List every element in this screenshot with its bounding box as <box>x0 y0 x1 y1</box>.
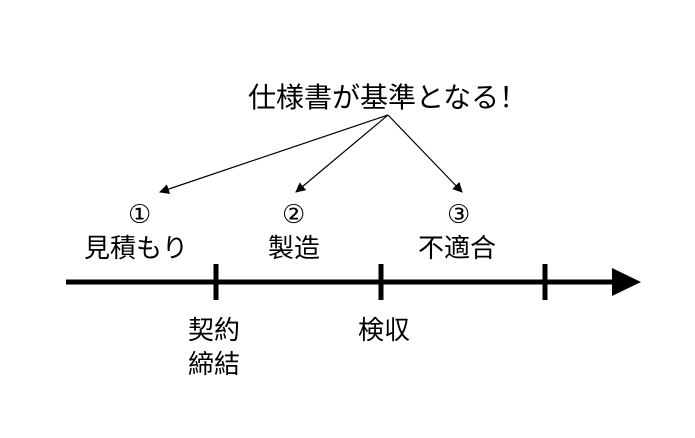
phase-number-3: ③ <box>447 200 471 230</box>
timeline-arrowhead <box>612 268 641 296</box>
arrow-to-estimate <box>159 114 389 194</box>
phase-label-estimate: 見積もり <box>84 234 189 264</box>
arrow-to-manufacturing <box>295 114 389 193</box>
milestone-inspection: 検収 <box>358 316 411 346</box>
phase-label-manufacturing: 製造 <box>268 234 321 264</box>
phase-number-1: ① <box>128 200 152 230</box>
milestone-contract-line-1: 契約 <box>188 316 241 346</box>
phase-number-2: ② <box>282 200 306 230</box>
arrow-to-nonconformity <box>387 114 463 193</box>
milestone-contract-line-2: 締結 <box>188 350 241 380</box>
diagram-title: 仕様書が基準となる！ <box>248 81 528 114</box>
phase-label-nonconformity: 不適合 <box>418 234 497 264</box>
